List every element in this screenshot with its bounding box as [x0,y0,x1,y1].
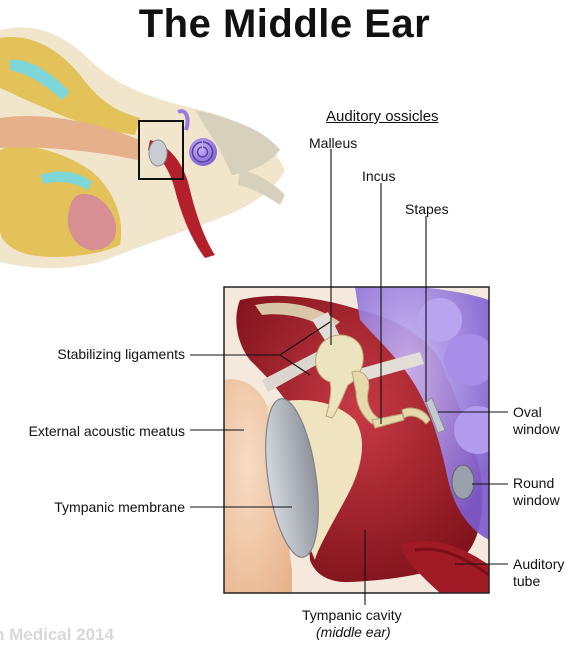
auditory-tube-label-line1: Auditory [513,556,564,572]
round-window-label-line2: window [513,492,560,508]
middle-ear-inset [224,285,502,593]
external-acoustic-meatus-label: External acoustic meatus [29,423,185,439]
diagram-title: The Middle Ear [0,2,569,47]
tympanic-cavity-label-line2: (middle ear) [316,624,391,640]
incus-label: Incus [362,168,395,184]
oval-window-label-line1: Oval [513,404,542,420]
oval-window-label-line2: window [513,421,560,437]
malleus-label: Malleus [309,135,357,151]
auditory-tube-label-line2: tube [513,573,540,589]
stapes-label: Stapes [405,201,449,217]
round-window-label-line1: Round [513,475,554,491]
copyright-watermark: n Medical 2014 [0,625,114,645]
stabilizing-ligaments-label: Stabilizing ligaments [57,346,185,362]
tympanic-membrane-label: Tympanic membrane [54,499,185,515]
tympanic-cavity-label-line1: Tympanic cavity [302,607,402,623]
auditory-ossicles-heading: Auditory ossicles [326,109,439,125]
ear-overview-thumbnail [0,27,285,268]
